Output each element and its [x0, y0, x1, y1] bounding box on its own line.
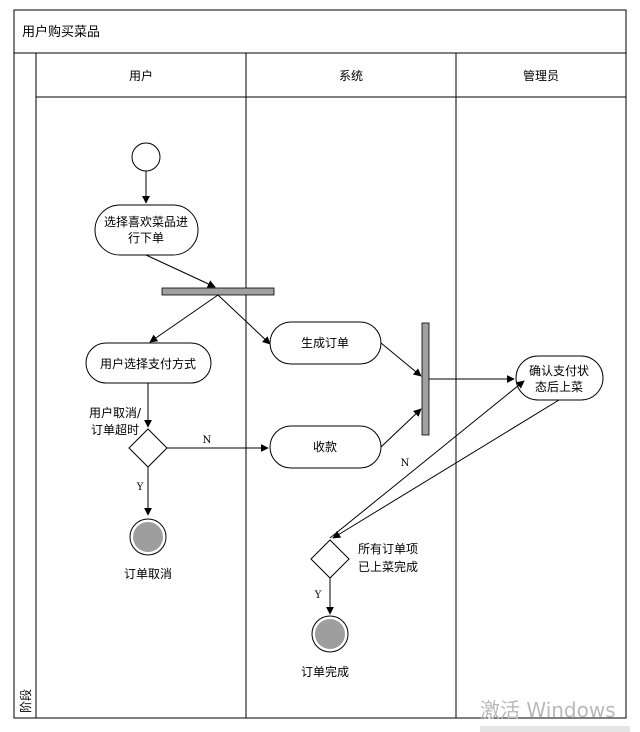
edge-fork-payment: [149, 294, 219, 343]
edge-generate-join: [380, 342, 422, 377]
fork-bar: [161, 287, 275, 296]
decision2-guard-line1: 所有订单项: [358, 542, 418, 556]
end-node-complete-core: [315, 619, 345, 649]
activity-generate-order-label: 生成订单: [301, 336, 349, 350]
join-bar: [421, 322, 430, 436]
activity-choose-payment-label: 用户选择支付方式: [100, 356, 196, 371]
lane-header-user: 用户: [129, 68, 153, 83]
lane-header-system: 系统: [339, 69, 363, 83]
edge-collect-join: [380, 408, 422, 448]
activity-confirm-serve-line1: 确认支付状: [529, 364, 589, 378]
decision1-guard-line2: 订单超时: [91, 422, 139, 437]
activity-confirm-serve-line2: 态后上菜: [535, 380, 583, 394]
activity-select-dish-line2: 行下单: [128, 231, 164, 245]
end-node-cancelled-core: [133, 522, 163, 552]
edge-confirm-decision2: [332, 399, 560, 539]
activity-select-dish-line1: 选择喜欢菜品进: [104, 214, 188, 229]
decision1-yes-label: Y: [136, 482, 144, 493]
diagram-title: 用户购买菜品: [22, 24, 100, 40]
activity-collect-payment-label: 收款: [313, 440, 337, 454]
decision2-no-label: N: [401, 458, 410, 469]
activity-select-dish: [94, 204, 199, 256]
decision1-no-label: N: [203, 435, 212, 446]
decision1-guard-line1: 用户取消/: [89, 405, 142, 420]
edge-select-fork: [145, 254, 216, 288]
activity-confirm-serve: [515, 355, 604, 401]
end-complete-label: 订单完成: [301, 664, 349, 679]
decision2-guard-line2: 已上菜完成: [358, 559, 418, 574]
end-cancelled-label: 订单取消: [124, 567, 172, 581]
activation-watermark: 激活 Windows: [480, 698, 616, 722]
edge-fork-generate: [217, 294, 271, 345]
decision2-yes-label: Y: [314, 590, 322, 601]
edge-decision2-no: [329, 380, 525, 539]
activation-watermark-line2-cut: [480, 726, 630, 732]
start-node: [131, 142, 161, 172]
stage-label: 阶段: [18, 689, 33, 713]
lane-header-admin: 管理员: [523, 68, 559, 83]
